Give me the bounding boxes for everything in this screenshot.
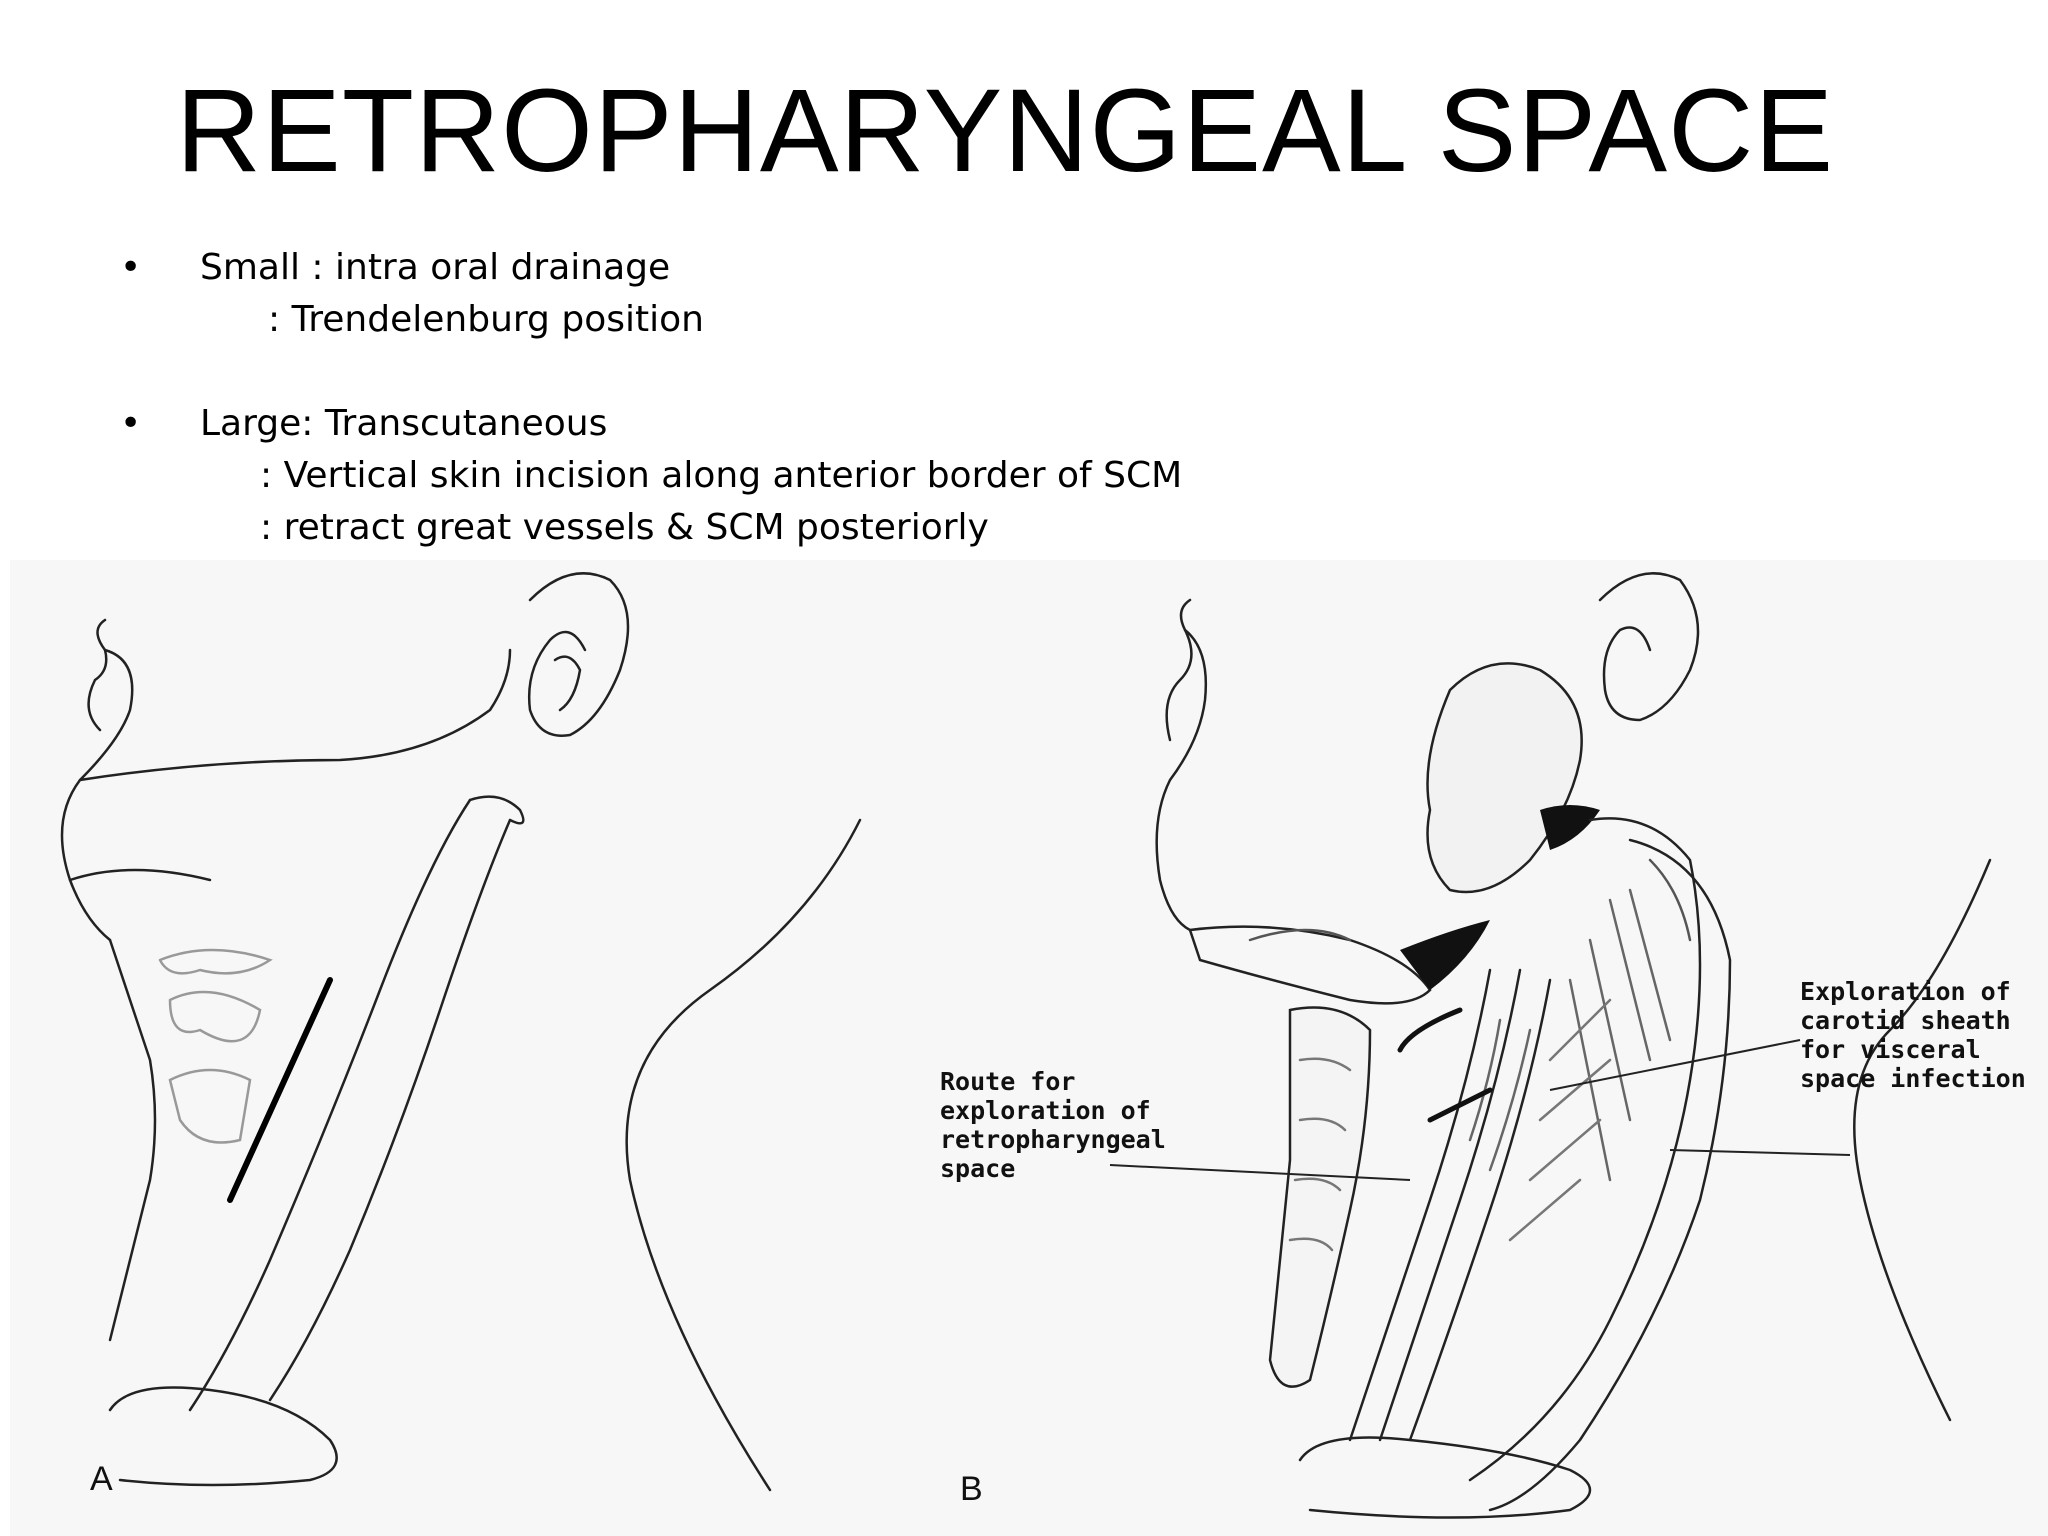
bullet-item-small: • Small : intra oral drainage : Trendele… [120, 242, 1182, 346]
bullet-list: • Small : intra oral drainage : Trendele… [120, 242, 1182, 606]
bullet-main-text: Small : intra oral drainage [200, 247, 671, 288]
slide-title: RETROPHARYNGEAL SPACE [175, 65, 1835, 197]
route-label-line: space [940, 1154, 1015, 1183]
bullet-marker: • [120, 403, 142, 444]
leader-lines [1109, 1039, 1851, 1181]
panel-b-letter: B [960, 1470, 983, 1508]
carotid-label-line: space infection [1800, 1064, 2026, 1093]
bullet-marker: • [120, 247, 142, 288]
bullet-sub-text: : Trendelenburg position [268, 299, 704, 340]
panel-a-letter: A [90, 1460, 113, 1498]
bullet-sub-text: : Vertical skin incision along anterior … [260, 455, 1183, 496]
route-label: Route for exploration of retropharyngeal… [940, 1067, 1166, 1183]
panel-a-drawing [60, 572, 862, 1492]
bullet-item-large: • Large: Transcutaneous : Vertical skin … [120, 398, 1182, 554]
anatomy-illustration: A [10, 560, 2048, 1536]
carotid-label: Exploration of carotid sheath for viscer… [1800, 977, 2026, 1093]
carotid-label-line: Exploration of [1800, 977, 2011, 1006]
route-label-line: retropharyngeal [940, 1125, 1166, 1154]
carotid-label-line: carotid sheath [1800, 1006, 2011, 1035]
panel-b-drawing [1155, 572, 1992, 1519]
route-label-line: Route for [940, 1067, 1075, 1096]
route-label-line: exploration of [940, 1096, 1151, 1125]
bullet-main-text: Large: Transcutaneous [200, 403, 608, 444]
bullet-sub-text: : retract great vessels & SCM posteriorl… [260, 507, 989, 548]
carotid-label-line: for visceral [1800, 1035, 1981, 1064]
